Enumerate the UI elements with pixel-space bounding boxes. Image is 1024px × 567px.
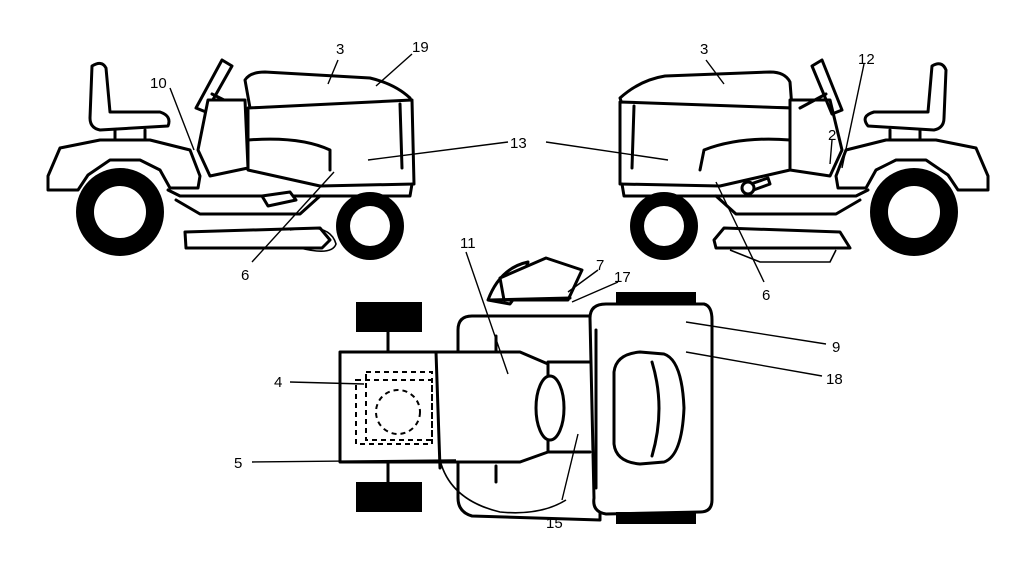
callout-labels: 3 19 10 6 13 3 12 2 6 11 7 17 9 18 4 5 1…: [150, 39, 875, 532]
leader-top-4: [289, 381, 365, 385]
left-seat-post: [113, 128, 147, 142]
right-frame: [620, 182, 870, 198]
right-seat-back: [863, 62, 948, 132]
leader-top-17: [571, 281, 619, 303]
callout-left-6: 6: [241, 267, 249, 284]
right-grille-line: [630, 104, 636, 170]
left-hood-side: [246, 98, 416, 188]
top-front-wheel-upper: [356, 302, 422, 332]
left-footrest: [174, 194, 322, 216]
top-rear-seat-pan: [612, 350, 686, 466]
left-frame: [166, 182, 414, 198]
callout-top-11: 11: [460, 235, 476, 252]
callout-top-7: 7: [596, 257, 604, 274]
leader-left-10: [169, 87, 195, 151]
left-grille-line: [398, 102, 404, 170]
leader-top-9: [685, 321, 827, 345]
leader-left-19: [375, 53, 413, 87]
left-rear-hub: [94, 186, 146, 238]
right-hood-side: [618, 100, 794, 188]
leader-left-3: [327, 59, 339, 85]
callout-right-6: 6: [762, 287, 770, 304]
leader-left-6: [251, 171, 335, 263]
right-steering-column: [798, 92, 828, 110]
left-hood: [243, 70, 414, 110]
left-deck-chute: [289, 227, 337, 252]
callout-top-15: 15: [546, 515, 563, 532]
top-engine-outline: [355, 379, 433, 445]
callout-top-17: 17: [614, 269, 631, 286]
leader-lines: [169, 53, 865, 501]
right-deck-chute: [729, 249, 837, 263]
top-seat-base: [488, 296, 572, 302]
top-rear-seat-edge: [650, 360, 661, 458]
leader-top-18: [685, 351, 823, 377]
leader-right-2: [829, 139, 833, 165]
right-side-view: [618, 58, 990, 263]
leader-13-left: [367, 141, 509, 161]
leader-top-11: [465, 251, 509, 375]
top-mid-connector: [546, 360, 592, 454]
right-hood: [618, 70, 794, 110]
right-dash-tower: [788, 98, 844, 178]
right-rear-hub: [888, 186, 940, 238]
right-front-hub: [644, 206, 684, 246]
top-deck-outline: [439, 459, 567, 514]
left-hood-crease: [246, 137, 332, 172]
leader-13-right: [545, 141, 669, 161]
callout-right-3: 3: [700, 41, 708, 58]
left-dash-tower: [196, 98, 250, 178]
leader-right-12: [841, 63, 865, 169]
left-steering-wheel: [194, 58, 234, 114]
left-seat-back: [88, 61, 171, 132]
top-hood-grille: [534, 374, 566, 442]
callout-top-5: 5: [234, 455, 242, 472]
top-rear-wheel-upper: [616, 292, 696, 304]
callout-right-12: 12: [858, 51, 875, 68]
callout-13: 13: [510, 135, 527, 152]
callout-right-2: 2: [828, 127, 836, 144]
top-front-wheel-lower: [356, 482, 422, 512]
right-lever-knob: [740, 180, 756, 196]
right-footrest: [714, 194, 862, 216]
top-seat: [498, 256, 584, 302]
leader-top-7: [567, 269, 599, 293]
right-rear-fender: [834, 138, 990, 192]
right-seat-post: [888, 128, 922, 142]
right-hood-crease: [698, 137, 792, 172]
left-rear-fender: [46, 138, 202, 192]
left-front-hub: [350, 206, 390, 246]
right-mower-deck: [712, 226, 852, 250]
callout-top-4: 4: [274, 374, 282, 391]
callout-left-10: 10: [150, 75, 167, 92]
leader-top-5: [251, 459, 457, 463]
top-hood: [338, 350, 550, 464]
leader-top-15: [561, 433, 579, 501]
left-side-view: [46, 58, 416, 260]
left-pedal: [260, 190, 298, 208]
top-engine-cap: [375, 389, 421, 435]
callout-left-3: 3: [336, 41, 344, 58]
callout-top-18: 18: [826, 371, 843, 388]
right-steering-wheel: [810, 58, 844, 116]
left-mower-deck: [183, 226, 332, 250]
callout-left-19: 19: [412, 39, 429, 56]
leader-right-3: [705, 59, 725, 85]
leader-right-6: [715, 181, 765, 283]
callout-top-9: 9: [832, 339, 840, 356]
top-rear-wheel-lower: [616, 512, 696, 524]
top-view: [338, 256, 714, 524]
